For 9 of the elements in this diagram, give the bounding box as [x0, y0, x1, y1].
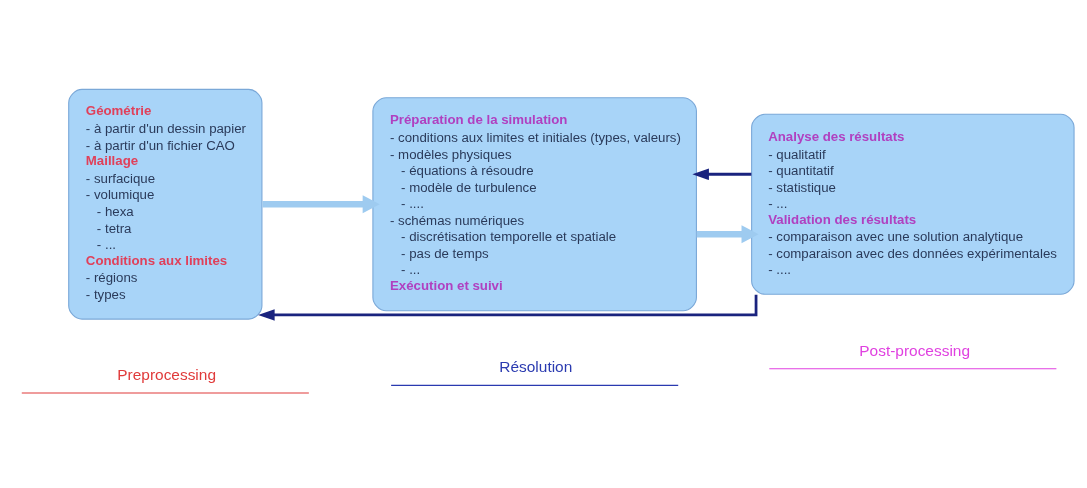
label: Post-processing — [859, 341, 970, 359]
label: Résolution — [499, 358, 573, 376]
node-box: Préparation de la simulation - conditions aux limites et initiales (types, valeurs) - modèles physiques - équations à résoudre - modèle de turbulence - .... - schémas numériques - discrétisation temporelle et spatiale - pas de temps - ... Exécution et suivi — [372, 97, 697, 312]
node-box: Géométrie - à partir d'un dessin papier - à partir d'un fichier CAO Maillage - surfacique - volumique - hexa - tetra - ... Conditions aux limites - régions - types — [68, 88, 263, 320]
node-box: Analyse des résultats - qualitatif - quantitatif - statistique - ... Validation des résultats - comparaison avec une solution analytique - comparaison avec des données expérimentales - .... — [751, 113, 1075, 295]
label: Preprocessing — [117, 366, 216, 384]
arrow — [692, 168, 752, 181]
arrow — [262, 195, 380, 214]
arrow — [696, 225, 759, 244]
